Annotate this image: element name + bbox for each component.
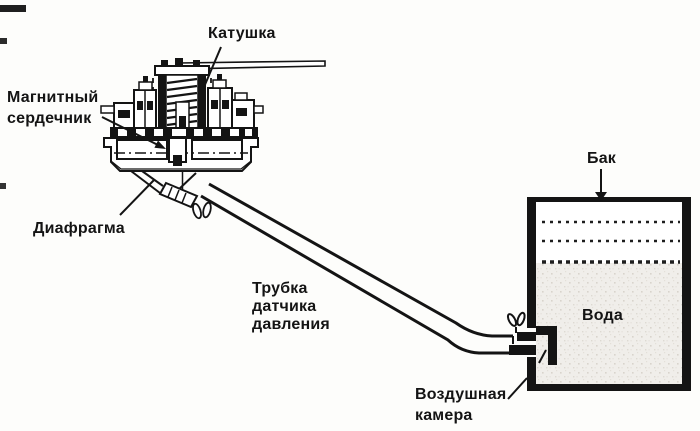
label-magnetic-core-line2: сердечник bbox=[7, 110, 92, 127]
label-water: Вода bbox=[582, 307, 623, 324]
label-air-chamber-line1: Воздушная bbox=[415, 386, 507, 403]
leader-lines bbox=[101, 46, 607, 400]
left-contact-stack bbox=[100, 76, 157, 134]
label-pressure-tube-line1: Трубка bbox=[252, 280, 308, 297]
diaphragm-leader-line bbox=[119, 179, 155, 216]
label-pressure-tube-line3: давления bbox=[252, 316, 330, 333]
pressure-switch-drawing bbox=[100, 58, 326, 220]
coil-leader-line bbox=[203, 46, 222, 88]
label-air-chamber: Воздушная камера bbox=[415, 384, 506, 426]
label-coil: Катушка bbox=[208, 25, 276, 42]
label-diaphragm: Диафрагма bbox=[33, 220, 125, 237]
air-chamber-drawing bbox=[536, 326, 557, 365]
label-tank: Бак bbox=[587, 150, 617, 167]
label-magnetic-core-line1: Магнитный bbox=[7, 89, 99, 106]
label-magnetic-core: Магнитный сердечник bbox=[7, 87, 98, 129]
tube-clamp bbox=[192, 201, 212, 220]
magnetic-core-left-chamber bbox=[116, 139, 168, 160]
tank-drawing bbox=[527, 197, 691, 391]
label-pressure-tube: Трубка датчика давления bbox=[252, 280, 330, 334]
tank-walls bbox=[527, 197, 691, 391]
housing-top-band bbox=[110, 127, 258, 138]
magnetic-core-right-chamber bbox=[191, 139, 243, 160]
air-chamber-leader-line bbox=[507, 377, 528, 400]
magnetic-core-leader-line bbox=[101, 116, 166, 149]
water-area bbox=[536, 263, 682, 384]
housing-base-dish bbox=[103, 137, 259, 172]
label-pressure-tube-line2: датчика bbox=[252, 298, 317, 315]
right-contact-stack bbox=[207, 74, 264, 134]
label-air-chamber-line2: камера bbox=[415, 407, 473, 424]
water-level-dotted-lines bbox=[542, 220, 680, 264]
hose-clip bbox=[506, 311, 526, 333]
diaphragm-funnel-drawing bbox=[130, 170, 212, 220]
tube-nipple bbox=[158, 181, 199, 209]
sensor-tube-drawing bbox=[200, 182, 536, 355]
tank-arrow bbox=[595, 169, 607, 201]
scan-artifact bbox=[0, 5, 26, 189]
